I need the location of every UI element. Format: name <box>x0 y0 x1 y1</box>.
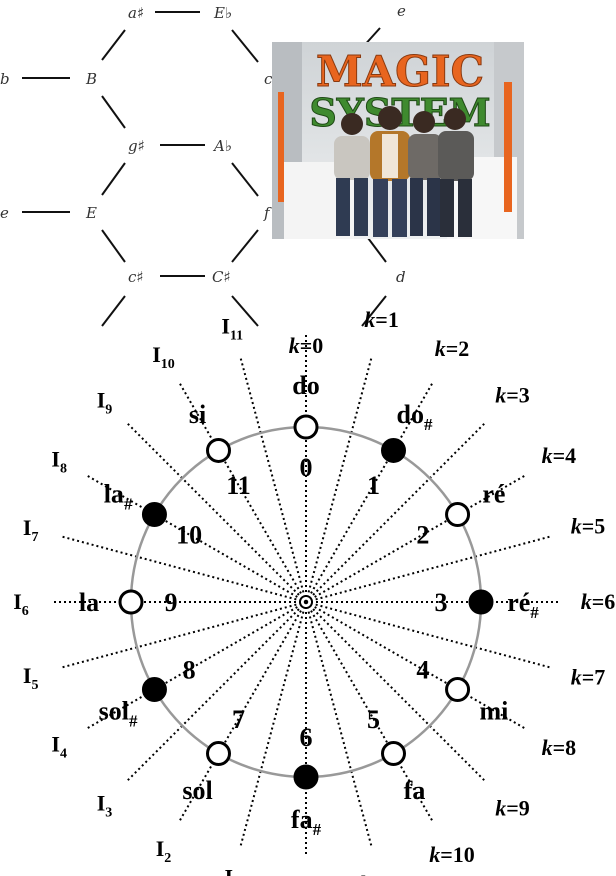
note-number: 3 <box>435 588 448 617</box>
inversion-axis-label: I4 <box>51 732 67 762</box>
note-number: 7 <box>232 705 245 734</box>
open-note-dot <box>447 679 469 701</box>
note-name: do# <box>397 400 433 434</box>
filled-note-dot <box>143 679 165 701</box>
inversion-axis-label: I7 <box>23 515 39 545</box>
note-number: 5 <box>367 705 380 734</box>
inversion-axis-label: I9 <box>97 387 113 417</box>
k-axis-line <box>306 602 372 848</box>
inversion-axis-label: I6 <box>13 589 29 619</box>
note-number: 6 <box>300 723 313 752</box>
note-name: sol <box>182 776 212 805</box>
inversion-axis-labels: I0I1I2I3I4I5I6I7I8I9I10I11 <box>13 314 314 876</box>
inversion-axis-label: I3 <box>97 791 113 821</box>
k-axis-label: k=0 <box>289 333 324 358</box>
open-note-dot <box>447 504 469 526</box>
inversion-axis-label: I1 <box>224 864 240 876</box>
note-number: 8 <box>183 656 196 685</box>
k-axis-label: k=3 <box>495 383 530 408</box>
k-axis-label: k=7 <box>571 665 606 690</box>
inversion-axis-label: I2 <box>156 836 172 866</box>
k-axis-label: k=2 <box>435 336 470 361</box>
k-axis-label: k=11 <box>359 871 403 876</box>
note-number: 4 <box>416 656 429 685</box>
filled-note-dot <box>295 766 317 788</box>
note-name: la <box>79 588 99 617</box>
open-note-dot <box>120 591 142 613</box>
note-number: 0 <box>300 453 313 482</box>
open-note-dot <box>383 743 405 765</box>
filled-note-dot <box>143 504 165 526</box>
note-name: la# <box>104 480 133 514</box>
k-axis-label: k=8 <box>542 735 577 760</box>
note-name: si <box>189 400 206 429</box>
note-name: mi <box>479 697 508 726</box>
note-name: do <box>292 371 319 400</box>
open-note-dot <box>208 439 230 461</box>
note-name: ré# <box>507 588 539 622</box>
k-axis-label: k=6 <box>581 589 616 614</box>
inversion-axis-label: I5 <box>23 663 39 693</box>
k-axis-label: k=9 <box>495 795 530 820</box>
filled-note-dot <box>470 591 492 613</box>
k-axis-label: k=5 <box>571 513 606 538</box>
note-number: 11 <box>226 471 251 500</box>
inversion-axis-label: I8 <box>51 447 67 477</box>
inversion-axis-label: I11 <box>221 314 243 344</box>
k-axis-label: k=1 <box>364 307 399 332</box>
open-note-dot <box>295 416 317 438</box>
note-number: 10 <box>176 521 202 550</box>
k-axis-labels: k=0 k=1 k=2 k=3 k=4 k=5 k=6 k=7 k=8 k=9 k=10 k=11 <box>289 307 616 876</box>
open-note-dot <box>208 743 230 765</box>
note-number: 2 <box>416 521 429 550</box>
filled-note-dot <box>383 439 405 461</box>
inversion-axis-label: I10 <box>152 342 175 372</box>
k-axis-label: k=4 <box>542 443 577 468</box>
note-name: ré <box>482 480 505 509</box>
note-number: 1 <box>367 471 380 500</box>
note-name: fa <box>404 776 426 805</box>
note-number: 9 <box>165 588 178 617</box>
note-name: fa# <box>291 805 322 839</box>
k-axis-label: k=10 <box>429 842 475 867</box>
